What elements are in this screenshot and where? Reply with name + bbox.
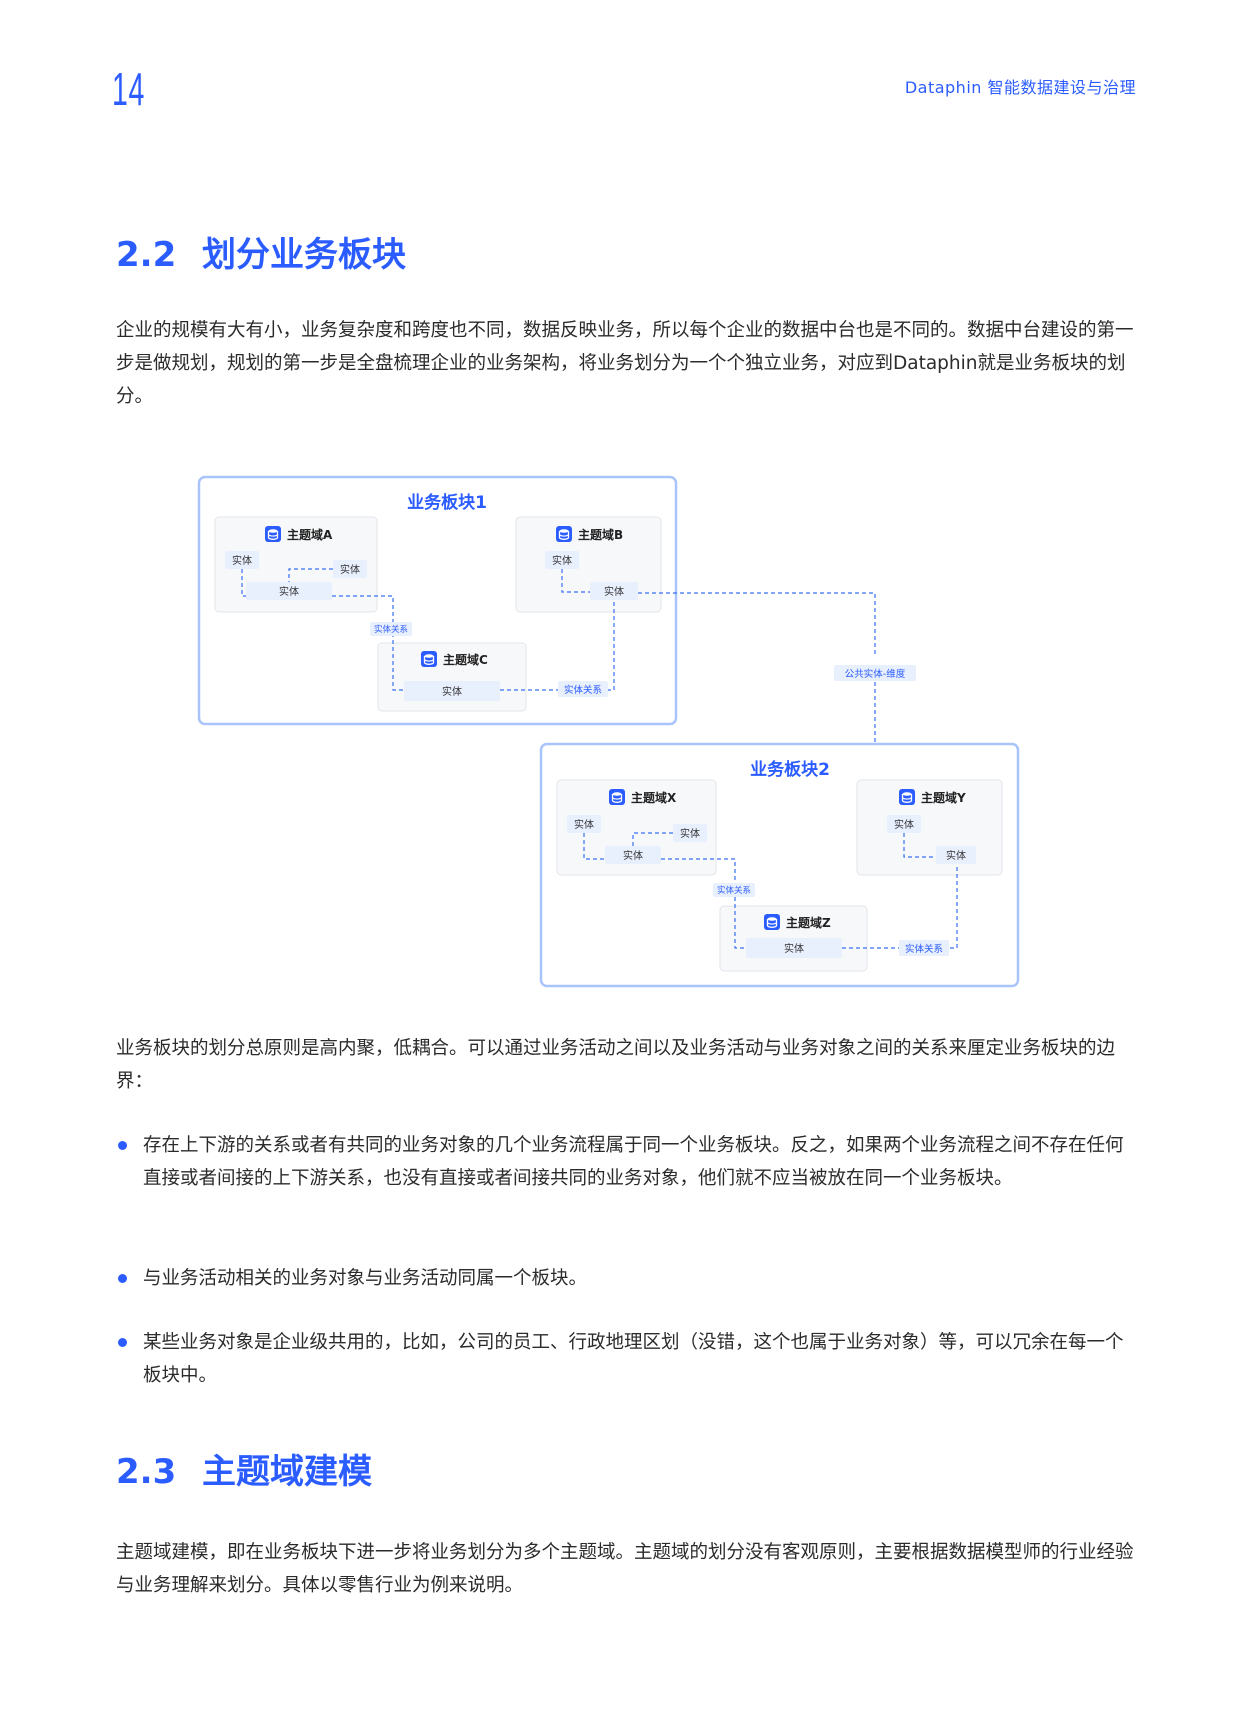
business-block-1-title: 业务板块1: [407, 492, 487, 513]
entity-y2-label: 实体: [946, 849, 966, 862]
domain-a-label: 主题域A: [287, 527, 333, 542]
section-title: 主题域建模: [202, 1452, 372, 1492]
entity-c1-label: 实体: [442, 685, 462, 698]
page-number: 14: [112, 63, 145, 115]
bullet-text: 存在上下游的关系或者有共同的业务对象的几个业务流程属于同一个业务板块。反之，如果…: [143, 1135, 1124, 1189]
entity-x3-label: 实体: [623, 849, 643, 862]
relation-tag-bc-label: 实体关系: [564, 684, 602, 696]
domain-z-icon: [763, 913, 781, 931]
entity-y1: [887, 815, 921, 833]
section-2-3-paragraph: 主题域建模，即在业务板块下进一步将业务划分为多个主题域。主题域的划分没有客观原则…: [116, 1542, 1134, 1596]
bullet-item: 某些业务对象是企业级共用的，比如，公司的员工、行政地理区划（没错，这个也属于业务…: [116, 1326, 1140, 1392]
domain-x-label: 主题域X: [631, 790, 677, 805]
principle-paragraph: 业务板块的划分总原则是高内聚，低耦合。可以通过业务活动之间以及业务活动与业务对象…: [116, 1038, 1116, 1092]
section-heading-2-3: 2.3 主题域建模: [116, 1455, 372, 1489]
domain-b-label: 主题域B: [578, 527, 623, 542]
relation-tag-bc: [558, 681, 608, 697]
entity-z1-label: 实体: [784, 942, 804, 955]
entity-a3-label: 实体: [279, 585, 299, 598]
entity-z1: [746, 938, 842, 958]
domain-y-label: 主题域Y: [921, 790, 966, 805]
domain-y-icon: [898, 788, 916, 806]
relation-tag-xz-label: 实体关系: [717, 885, 751, 896]
bullet-item: 与业务活动相关的业务对象与业务活动同属一个板块。: [116, 1262, 1140, 1295]
bullet-text: 与业务活动相关的业务对象与业务活动同属一个板块。: [143, 1268, 588, 1289]
entity-a2: [333, 560, 367, 578]
entity-c1: [404, 681, 500, 701]
domain-x-icon: [608, 788, 626, 806]
public-entity-tag: [834, 665, 916, 681]
section-title: 划分业务板块: [202, 235, 406, 275]
entity-x1-label: 实体: [574, 818, 594, 831]
entity-a1: [225, 551, 259, 569]
running-header: Dataphin 智能数据建设与治理: [904, 78, 1136, 97]
entity-x2: [673, 824, 707, 842]
bullet-item: 存在上下游的关系或者有共同的业务对象的几个业务流程属于同一个业务板块。反之，如果…: [116, 1129, 1140, 1195]
section-heading-2-2: 2.2 划分业务板块: [116, 238, 406, 272]
entity-x3: [605, 846, 661, 864]
entity-b1: [545, 551, 579, 569]
domain-c-icon: [420, 650, 438, 668]
entity-x2-label: 实体: [680, 827, 700, 840]
entity-y1-label: 实体: [894, 818, 914, 831]
block-1-connectors: [241, 568, 876, 691]
entity-b2: [590, 582, 638, 600]
block-2-connectors: [583, 832, 958, 949]
entity-b1-label: 实体: [552, 554, 572, 567]
domain-b-icon: [555, 525, 573, 543]
bullet-text: 某些业务对象是企业级共用的，比如，公司的员工、行政地理区划（没错，这个也属于业务…: [143, 1332, 1124, 1386]
section-number: 2.3: [116, 1452, 177, 1492]
domain-z-label: 主题域Z: [786, 915, 831, 930]
bullet-dot: [118, 1338, 127, 1347]
entity-b2-label: 实体: [604, 585, 624, 598]
relation-tag-xz: [713, 883, 755, 897]
bullet-dot: [118, 1141, 127, 1150]
section-number: 2.2: [116, 235, 177, 275]
intro-paragraph: 企业的规模有大有小，业务复杂度和跨度也不同，数据反映业务，所以每个企业的数据中台…: [116, 320, 1134, 407]
relation-tag-yz-label: 实体关系: [905, 943, 943, 955]
entity-y2: [936, 846, 976, 864]
entity-x1: [567, 815, 601, 833]
public-entity-tag-label: 公共实体-维度: [845, 668, 906, 680]
business-block-2-title: 业务板块2: [750, 759, 830, 780]
relation-tag-ac-label: 实体关系: [374, 624, 408, 635]
entity-a2-label: 实体: [340, 563, 360, 576]
domain-a-icon: [264, 525, 282, 543]
relation-tag-ac: [370, 622, 412, 636]
entity-a1-label: 实体: [232, 554, 252, 567]
business-block-diagram: 业务板块1 主题域A 实体 实体 实体 主题域B 实体 实体 主题域C 实体 实…: [197, 475, 1020, 988]
bullet-dot: [118, 1274, 127, 1283]
entity-a3: [246, 582, 332, 600]
domain-x-card: [556, 779, 717, 876]
relation-tag-yz: [899, 940, 949, 956]
domain-c-label: 主题域C: [443, 652, 488, 667]
